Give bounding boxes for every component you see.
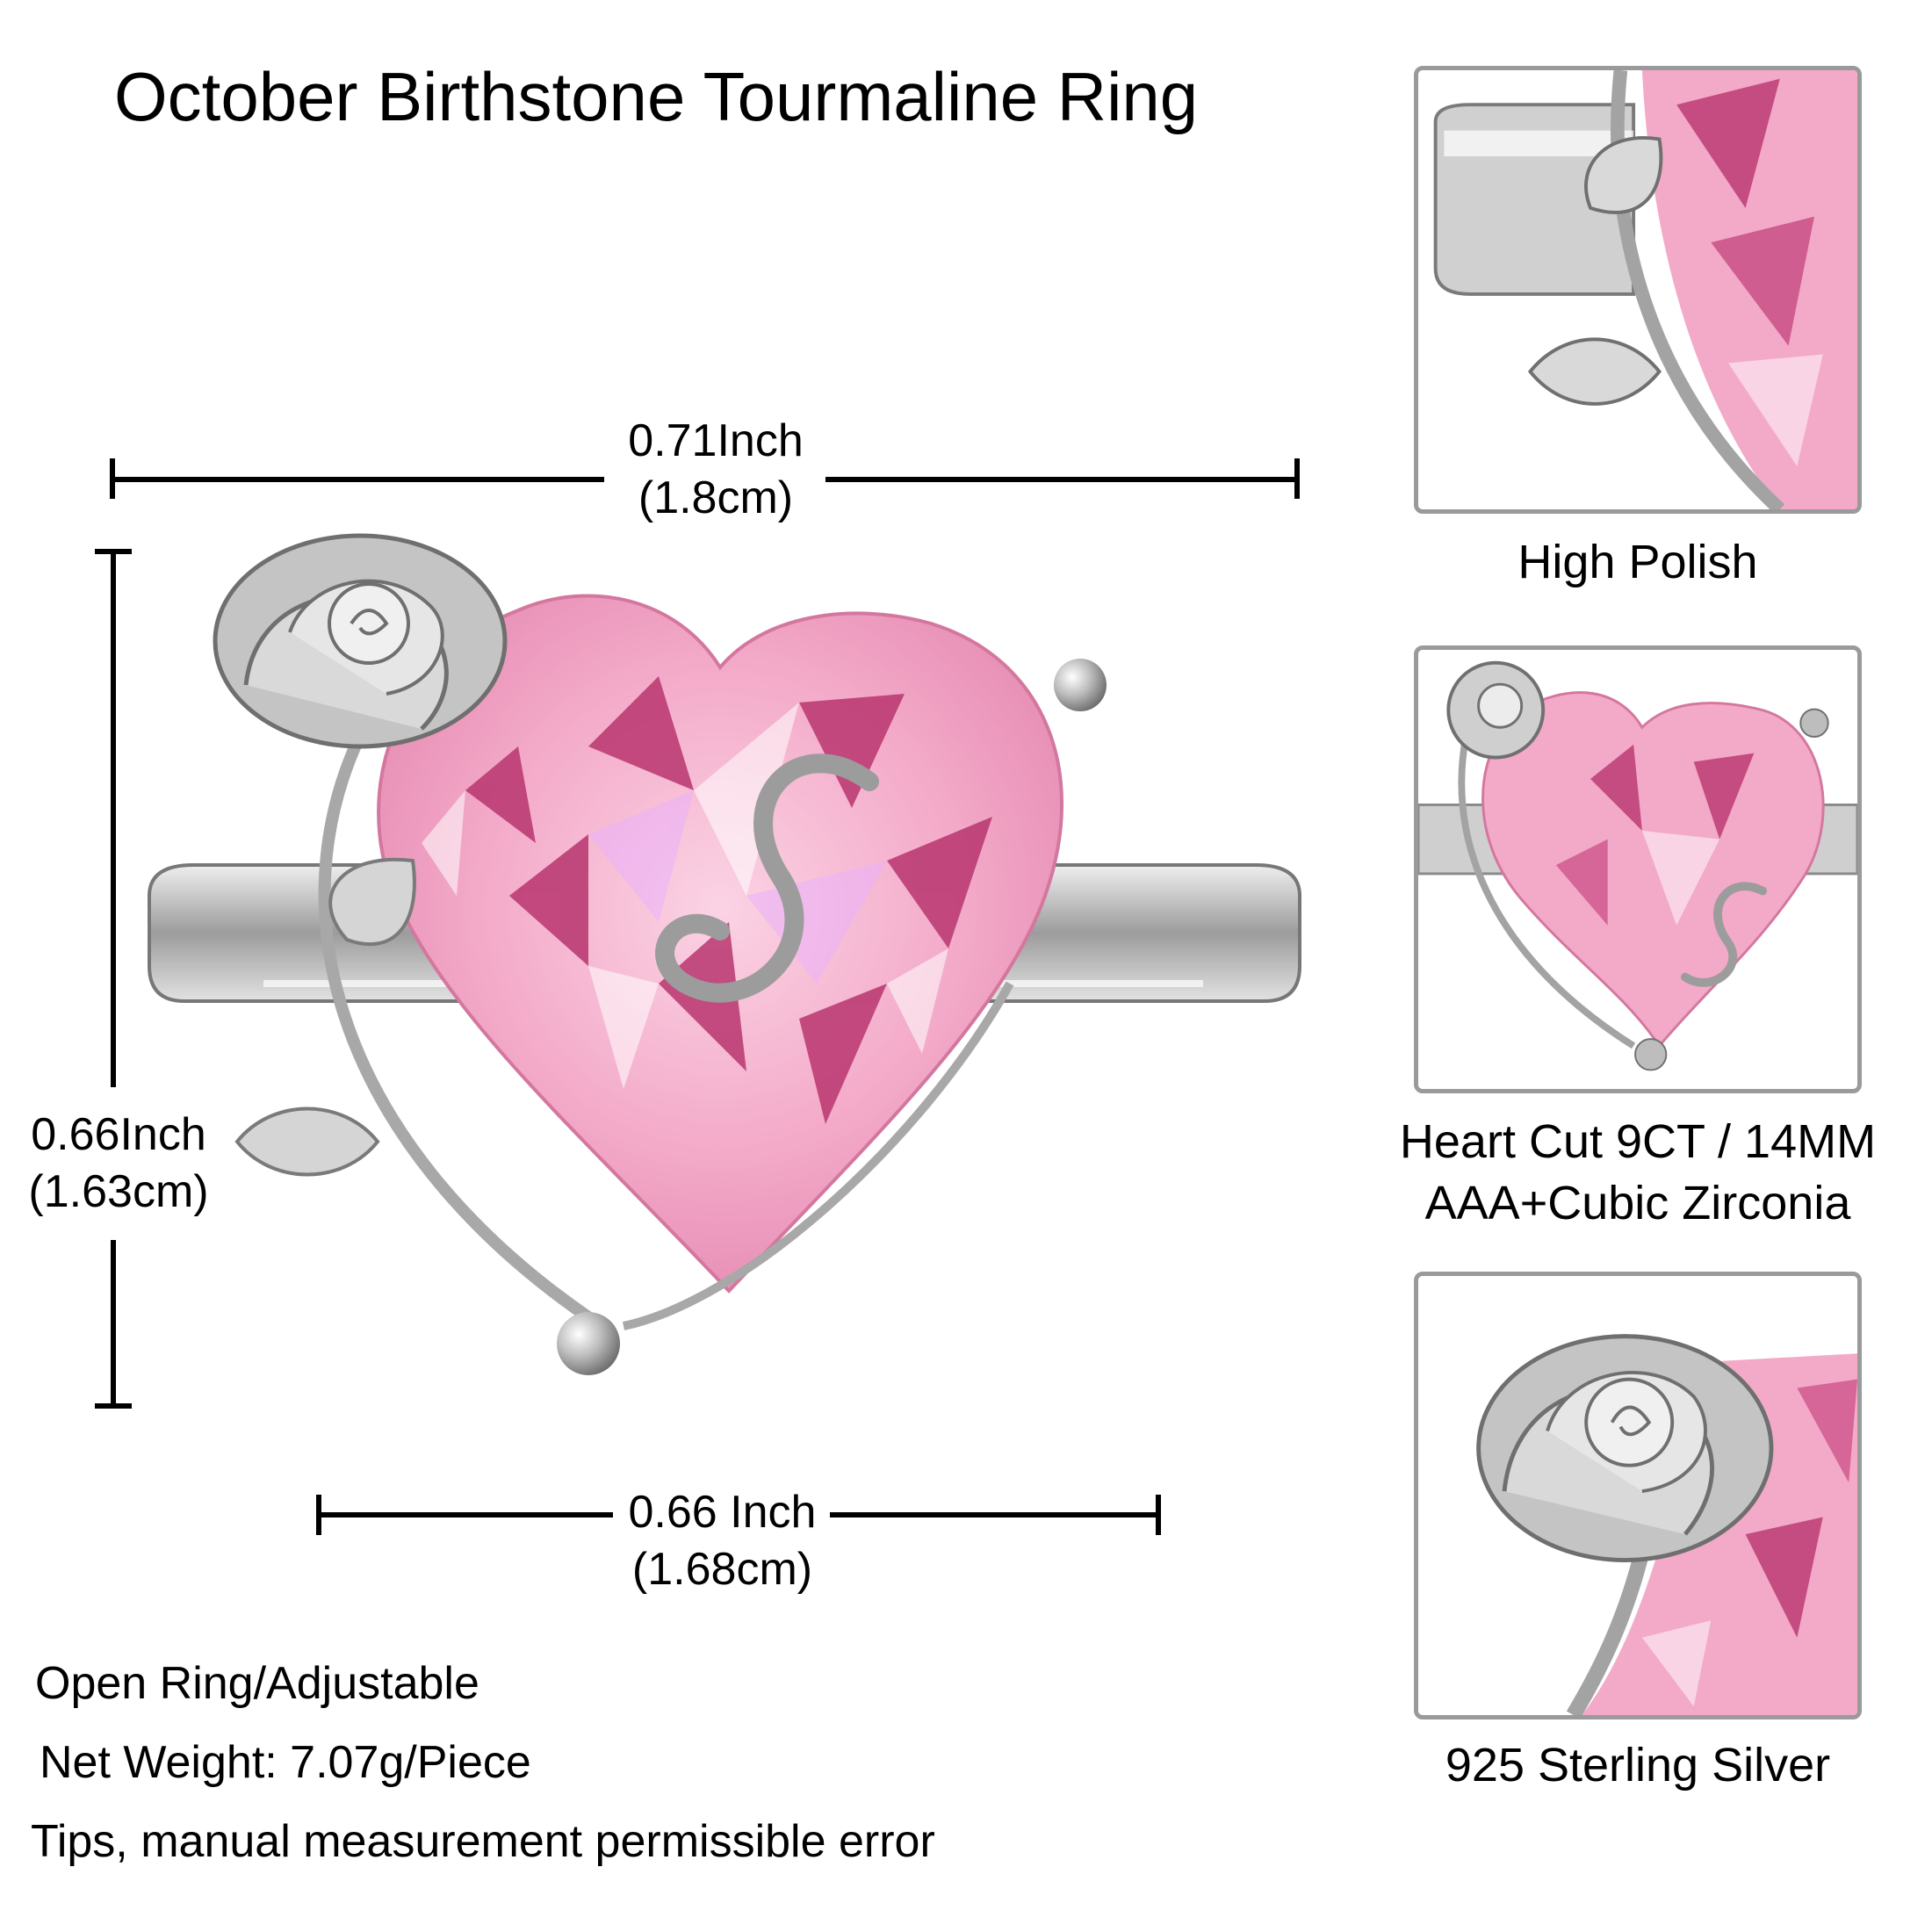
dimension-tick-top-right <box>1294 458 1300 499</box>
dimension-line-top-left <box>112 477 604 482</box>
caption-cubic-zirconia: AAA+Cubic Zirconia <box>1424 1177 1851 1229</box>
note-net-weight: Net Weight: 7.07g/Piece <box>40 1737 531 1788</box>
width-bottom-inch: 0.66 Inch <box>628 1487 817 1538</box>
dimension-tick-left-bottom <box>95 1403 132 1409</box>
dimension-line-left-upper <box>111 551 116 1087</box>
dimension-tick-bottom-left <box>316 1495 321 1535</box>
width-top-inch: 0.71Inch <box>628 415 804 466</box>
width-bottom-cm: (1.68cm) <box>631 1544 813 1595</box>
width-top-cm: (1.8cm) <box>638 472 794 523</box>
rose-closeup-image <box>1418 1276 1857 1715</box>
dimension-tick-left-top <box>95 549 132 554</box>
detail-panel-heart-cut <box>1414 645 1862 1093</box>
rose-ornament <box>213 533 508 749</box>
band-closeup-image <box>1418 70 1857 509</box>
ring-main-image <box>148 533 1301 1375</box>
dimension-line-bottom-right <box>830 1512 1159 1517</box>
dimension-line-bottom-left <box>319 1512 613 1517</box>
dimension-line-top-right <box>825 477 1300 482</box>
caption-high-polish: High Polish <box>1517 536 1758 588</box>
dimension-line-left-lower <box>111 1240 116 1407</box>
note-tips: Tips, manual measurement permissible err… <box>31 1816 935 1867</box>
ring-front-image <box>1418 650 1857 1089</box>
detail-panel-high-polish <box>1414 66 1862 514</box>
dimension-tick-top-left <box>110 458 115 499</box>
note-open-ring: Open Ring/Adjustable <box>35 1658 479 1709</box>
dimension-tick-bottom-right <box>1156 1495 1161 1535</box>
caption-heart-cut: Heart Cut 9CT / 14MM <box>1399 1115 1877 1168</box>
page-title: October Birthstone Tourmaline Ring <box>114 58 1199 135</box>
detail-panel-sterling-silver <box>1414 1272 1862 1719</box>
caption-sterling-silver: 925 Sterling Silver <box>1445 1739 1831 1791</box>
height-left-inch: 0.66Inch <box>31 1109 206 1160</box>
height-left-cm: (1.63cm) <box>28 1166 209 1217</box>
